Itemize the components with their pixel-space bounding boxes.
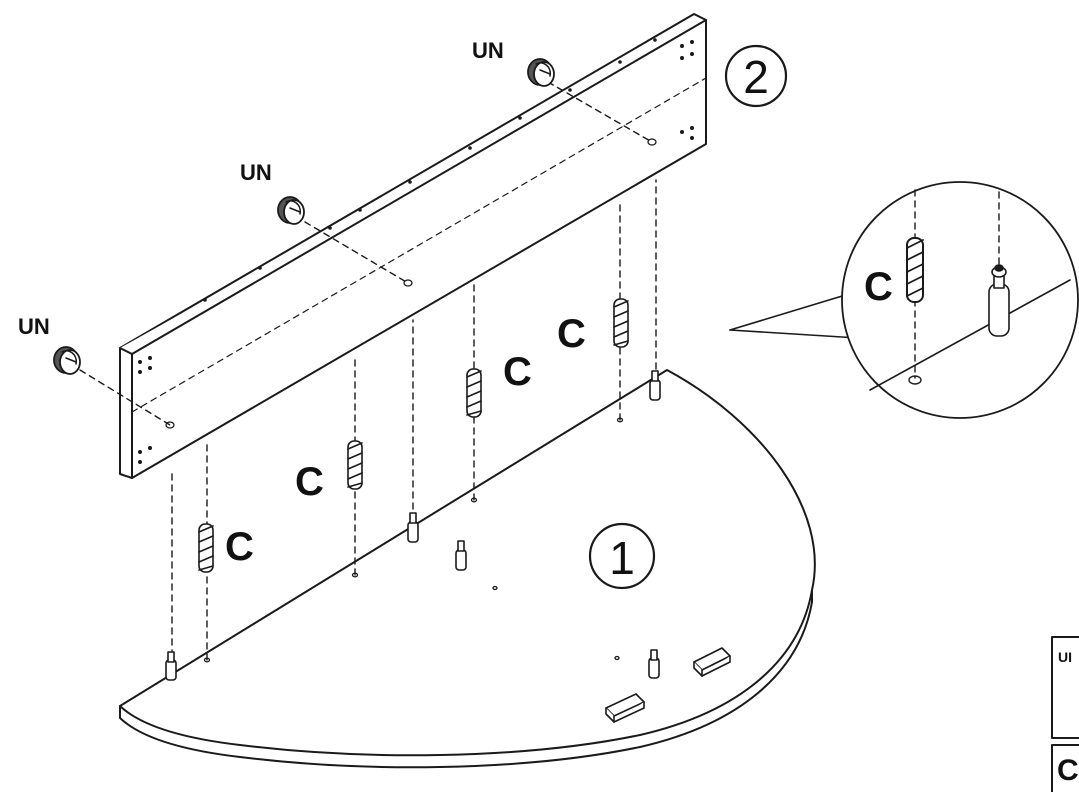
labels: UN UN UN C C C C C 2 1 UI C: [18, 38, 1079, 787]
part-number-2-text: 2: [743, 51, 769, 103]
dowel-icon: [198, 523, 214, 573]
dowels: [198, 298, 629, 573]
cam-bolt: [407, 512, 419, 543]
label-c-1: C: [225, 525, 254, 569]
part-number-1-text: 1: [609, 532, 635, 584]
dowel-icon: [347, 440, 363, 490]
cam-lock-icon: [53, 346, 81, 375]
cam-locks: [53, 58, 555, 375]
back-panel: [119, 13, 707, 479]
cam-bolt-group: [165, 370, 661, 681]
cam-bolt: [648, 649, 660, 679]
legend-row2-text: C: [1057, 754, 1079, 787]
cam-bolt-icon: [988, 264, 1010, 337]
base-holes: [203, 417, 624, 663]
dowel-icon: [466, 368, 482, 418]
dowel-icon: [906, 237, 924, 303]
glide-foot: [605, 693, 645, 723]
part-number-2: 2: [724, 44, 788, 108]
cam-lock-icon: [527, 58, 555, 87]
label-c-2: C: [295, 460, 324, 504]
cam-lock-icon: [277, 196, 305, 225]
label-c-detail: C: [864, 265, 893, 309]
hardware-legend: [1051, 636, 1079, 792]
cam-guide-lines: [79, 81, 653, 426]
label-un-top: UN: [472, 38, 504, 63]
label-un-left: UN: [18, 314, 50, 339]
part-number-1: 1: [588, 522, 656, 590]
cam-bolt: [165, 651, 177, 681]
cam-bolt: [455, 540, 467, 571]
legend-row1-text: UI: [1058, 649, 1072, 665]
panel-cam-holes: [165, 138, 657, 429]
label-c-4: C: [557, 312, 586, 356]
cam-bolt: [649, 370, 661, 401]
label-c-3: C: [503, 350, 532, 394]
panel-holes: [138, 38, 694, 464]
label-un-mid: UN: [240, 160, 272, 185]
glide-foot: [693, 647, 731, 677]
glide-feet: [605, 647, 731, 723]
detail-callout: [729, 181, 1079, 419]
dowel-icon: [613, 298, 629, 348]
